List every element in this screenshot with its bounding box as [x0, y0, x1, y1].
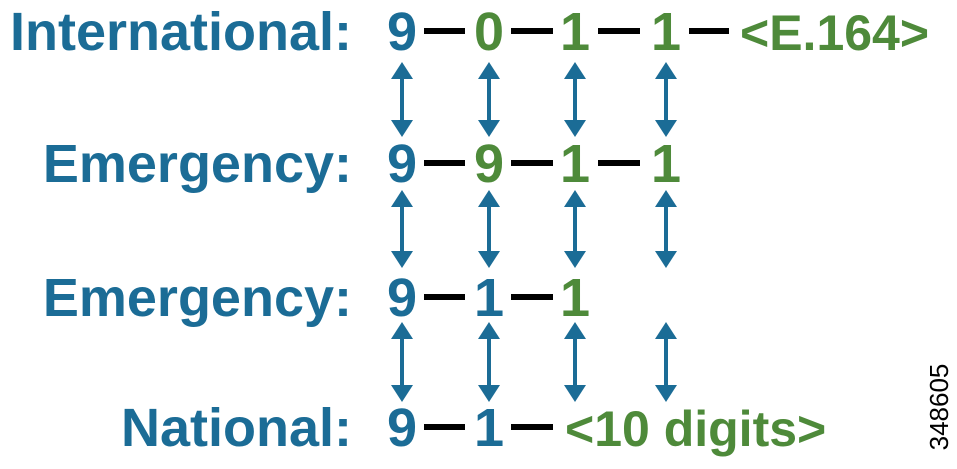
- figure-id: 348605: [924, 364, 954, 451]
- dash-connectors: [424, 28, 729, 430]
- digit: 1: [560, 2, 590, 62]
- double-arrow-icon: [478, 190, 500, 268]
- mapping-arrows: [391, 62, 677, 402]
- row-label: Emergency:: [43, 268, 352, 328]
- double-arrow-icon: [655, 190, 677, 268]
- digit: 1: [560, 134, 590, 194]
- double-arrow-icon: [655, 322, 677, 402]
- digit: 9: [387, 268, 417, 328]
- double-arrow-icon: [564, 62, 586, 137]
- row-label: Emergency:: [43, 134, 352, 194]
- digit: 1: [560, 268, 590, 328]
- row-labels: International: Emergency: Emergency: Nation…: [10, 2, 352, 458]
- digit: 9: [387, 398, 417, 458]
- double-arrow-icon: [391, 190, 413, 268]
- double-arrow-icon: [391, 62, 413, 137]
- digit: 1: [474, 398, 504, 458]
- row-label: International:: [10, 2, 352, 62]
- double-arrow-icon: [564, 190, 586, 268]
- tail-placeholder: <10 digits>: [565, 401, 826, 457]
- double-arrow-icon: [391, 322, 413, 402]
- row-label: National:: [121, 398, 352, 458]
- double-arrow-icon: [478, 62, 500, 137]
- double-arrow-icon: [655, 62, 677, 137]
- digit: 1: [651, 2, 681, 62]
- tail-placeholder: <E.164>: [740, 5, 929, 61]
- digit: 1: [474, 268, 504, 328]
- digit: 1: [651, 134, 681, 194]
- digit: 9: [387, 134, 417, 194]
- double-arrow-icon: [478, 322, 500, 402]
- row-tails: <E.164> <10 digits>: [565, 5, 929, 457]
- digit: 9: [387, 2, 417, 62]
- digit: 9: [474, 134, 504, 194]
- double-arrow-icon: [564, 322, 586, 402]
- digit: 0: [474, 2, 504, 62]
